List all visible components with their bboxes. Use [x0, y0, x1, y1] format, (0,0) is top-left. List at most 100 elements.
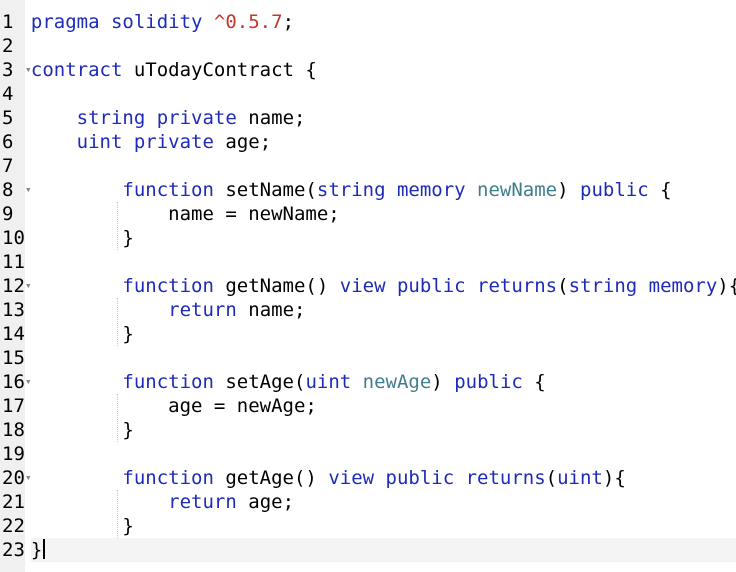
- line-number: 23: [0, 538, 25, 562]
- line-number: 1: [0, 10, 25, 34]
- code-token: }: [30, 515, 134, 537]
- code-token: age = newAge;: [30, 395, 317, 417]
- code-token: (: [557, 275, 569, 297]
- line-number-label: 23: [2, 539, 25, 561]
- keyword-token: function: [122, 371, 214, 393]
- code-token: getName(): [213, 275, 340, 297]
- code-line[interactable]: string private name;: [31, 106, 736, 130]
- code-line[interactable]: uint private age;: [31, 130, 736, 154]
- code-line[interactable]: }: [31, 322, 736, 346]
- line-number-label: 19: [2, 443, 25, 465]
- keyword-token: uint: [305, 371, 352, 393]
- code-token: [31, 467, 123, 489]
- line-number: 20▾: [0, 466, 32, 490]
- line-number-label: 4: [2, 83, 14, 105]
- code-token: [466, 179, 477, 201]
- line-number-label: 6: [2, 131, 14, 153]
- line-number-label: 18: [2, 419, 25, 441]
- indent-guide: [116, 298, 118, 346]
- code-token: {: [522, 371, 546, 393]
- line-number-label: 1: [2, 11, 14, 33]
- code-line[interactable]: [31, 82, 736, 106]
- line-number: 21: [0, 490, 25, 514]
- code-line[interactable]: [31, 250, 736, 274]
- keyword-token: function: [122, 467, 214, 489]
- fold-toggle-icon[interactable]: ▾: [25, 471, 32, 484]
- line-number-label: 13: [2, 299, 25, 321]
- keyword-token: function: [122, 275, 214, 297]
- code-token: [31, 179, 123, 201]
- code-token: name;: [236, 299, 306, 321]
- line-number: 22: [0, 514, 25, 538]
- code-token: [31, 107, 77, 129]
- code-token: age;: [213, 131, 272, 153]
- line-number: 5: [0, 106, 25, 130]
- code-line[interactable]: name = newName;: [31, 202, 736, 226]
- code-line[interactable]: function getName() view public returns(s…: [31, 274, 736, 298]
- code-token: ){: [602, 467, 626, 489]
- line-number-label: 5: [2, 107, 14, 129]
- keyword-token: view public returns: [339, 275, 558, 297]
- fold-toggle-icon[interactable]: ▾: [25, 279, 32, 292]
- keyword-token: string memory: [316, 179, 466, 201]
- line-number-label: 11: [2, 251, 25, 273]
- line-number: 2: [0, 34, 25, 58]
- code-line[interactable]: }: [31, 226, 736, 250]
- code-token: getAge(): [213, 467, 329, 489]
- keyword-token: public: [454, 371, 523, 393]
- code-area[interactable]: pragma solidity ^0.5.7; contract uTodayCo…: [25, 0, 736, 572]
- parameter-token: newName: [477, 179, 558, 201]
- code-line[interactable]: return name;: [31, 298, 736, 322]
- code-token: [351, 371, 362, 393]
- indent-guide: [116, 202, 118, 250]
- code-token: name;: [236, 107, 306, 129]
- line-number-label: 22: [2, 515, 25, 537]
- code-line[interactable]: }: [30, 538, 736, 562]
- line-number-label: 12: [2, 275, 25, 297]
- code-line[interactable]: function setName(string memory newName) …: [31, 178, 736, 202]
- code-token: setAge(: [213, 371, 306, 393]
- line-number: 3▾: [0, 58, 32, 82]
- indent-guide: [116, 490, 118, 538]
- code-token: [31, 275, 123, 297]
- fold-toggle-icon[interactable]: ▾: [25, 375, 32, 388]
- version-token: ^0.5.7: [213, 11, 283, 33]
- code-line[interactable]: function setAge(uint newAge) public {: [31, 370, 736, 394]
- code-line[interactable]: [31, 442, 736, 466]
- code-line[interactable]: contract uTodayContract {: [31, 58, 736, 82]
- keyword-token: string private: [76, 107, 237, 129]
- line-number: 6: [0, 130, 25, 154]
- code-token: [31, 371, 123, 393]
- line-number: 8▾: [0, 178, 32, 202]
- keyword-token: contract: [30, 59, 123, 81]
- keyword-token: uint: [557, 467, 603, 489]
- code-line[interactable]: [31, 346, 736, 370]
- line-number-label: 2: [2, 35, 14, 57]
- code-token: {: [648, 179, 672, 201]
- line-number: 11: [0, 250, 25, 274]
- code-token: }: [30, 323, 134, 345]
- code-line[interactable]: age = newAge;: [31, 394, 736, 418]
- line-number-label: 14: [2, 323, 25, 345]
- code-line[interactable]: function getAge() view public returns(ui…: [31, 466, 736, 490]
- code-token: ){: [717, 275, 736, 297]
- keyword-token: function: [122, 179, 214, 201]
- code-line[interactable]: }: [31, 418, 736, 442]
- code-line[interactable]: return age;: [31, 490, 736, 514]
- line-number-label: 17: [2, 395, 25, 417]
- code-token: uTodayContract {: [122, 59, 317, 81]
- line-number-label: 8: [2, 179, 14, 201]
- code-line[interactable]: pragma solidity ^0.5.7;: [31, 10, 736, 34]
- fold-toggle-icon[interactable]: ▾: [25, 63, 32, 76]
- code-line[interactable]: [31, 154, 736, 178]
- line-number-label: 15: [2, 347, 25, 369]
- line-number-label: 20: [2, 467, 25, 489]
- fold-toggle-icon[interactable]: ▾: [25, 183, 32, 196]
- keyword-token: pragma solidity: [30, 11, 214, 33]
- keyword-token: return: [168, 491, 237, 513]
- code-line[interactable]: }: [31, 514, 736, 538]
- code-token: setName(: [213, 179, 317, 201]
- parameter-token: newAge: [362, 371, 432, 393]
- code-line[interactable]: [31, 34, 736, 58]
